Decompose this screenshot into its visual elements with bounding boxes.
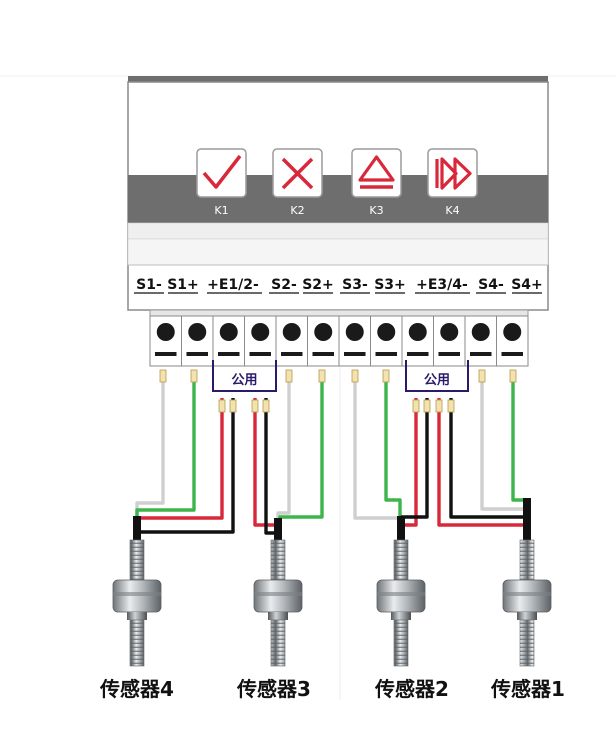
sensor-label-1: 传感器1	[490, 677, 565, 701]
terminal-block	[149, 309, 529, 367]
key-button-k1[interactable]: K1	[196, 148, 247, 217]
wire-s1-green	[511, 372, 529, 520]
load-cell-sensor-4	[112, 539, 162, 667]
common-box-e12: 公用	[212, 360, 277, 392]
terminal-label-e12: +E1/2-	[207, 277, 259, 293]
wire-s3-red	[253, 398, 278, 527]
sensors	[112, 539, 552, 667]
wire-s3-green	[278, 372, 324, 524]
common-box-e34: 公用	[405, 360, 469, 392]
ferrules	[159, 369, 517, 413]
wire-s1-black	[449, 398, 529, 540]
load-cell-sensor-1	[502, 539, 552, 667]
eject-icon	[358, 155, 395, 189]
terminal-labels: S1- S1+ +E1/2- S2- S2+ S3- S3+ +E3/4- S4…	[134, 277, 543, 294]
wire-s2-green	[384, 372, 402, 520]
terminal-label-s1-minus: S1-	[136, 277, 162, 293]
check-icon	[202, 154, 242, 189]
key-label-k1: K1	[214, 204, 228, 217]
terminal-label-s3-plus: S3+	[374, 277, 406, 293]
wire-s3-white	[276, 372, 291, 520]
load-cell-sensor-2	[376, 539, 426, 667]
terminal-label-e34: +E3/4-	[416, 277, 468, 293]
screw-terminal	[370, 315, 403, 367]
terminal-label-s2-plus: S2+	[302, 277, 334, 293]
fast-forward-icon	[435, 157, 472, 190]
key-button-k2[interactable]: K2	[272, 148, 323, 217]
key-label-k2: K2	[290, 204, 304, 217]
wire-s2-red	[402, 398, 418, 527]
controller-panel	[127, 76, 549, 311]
common-label-e12: 公用	[231, 373, 257, 388]
key-label-k3: K3	[369, 204, 383, 217]
terminal-label-s4-plus: S4+	[511, 277, 543, 293]
wire-s1-red	[437, 398, 527, 527]
wire-s4-white	[135, 372, 165, 520]
screw-terminal	[212, 315, 245, 367]
key-button-k3[interactable]: K3	[351, 148, 402, 217]
sensor-label-4: 传感器4	[99, 677, 174, 701]
screw-terminal	[401, 315, 434, 367]
key-button-k4[interactable]: K4	[427, 148, 478, 217]
screw-terminal	[244, 315, 277, 367]
screw-terminal	[307, 315, 340, 367]
terminal-label-s2-minus: S2-	[271, 277, 297, 293]
sensor-label-3: 传感器3	[236, 677, 311, 701]
screw-terminal	[464, 315, 497, 367]
sensor-labels: 传感器4 传感器3 传感器2 传感器1	[99, 677, 565, 701]
screw-terminal	[496, 315, 529, 367]
screw-terminal	[433, 315, 466, 367]
terminal-label-s3-minus: S3-	[342, 277, 368, 293]
key-label-k4: K4	[445, 204, 459, 217]
sensor-label-2: 传感器2	[374, 677, 449, 701]
terminal-label-s4-minus: S4-	[478, 277, 504, 293]
screw-terminal	[149, 315, 182, 367]
wire-s4-green	[135, 372, 196, 520]
wire-s1-white	[480, 372, 529, 520]
wires	[133, 372, 531, 544]
common-label-e34: 公用	[424, 373, 450, 388]
screw-terminal	[338, 315, 371, 367]
load-cell-sensor-3	[253, 539, 303, 667]
wire-s4-red	[135, 398, 224, 524]
cross-icon	[281, 157, 314, 190]
screw-terminal	[181, 315, 214, 367]
screw-terminal	[275, 315, 308, 367]
terminal-label-s1-plus: S1+	[167, 277, 199, 293]
